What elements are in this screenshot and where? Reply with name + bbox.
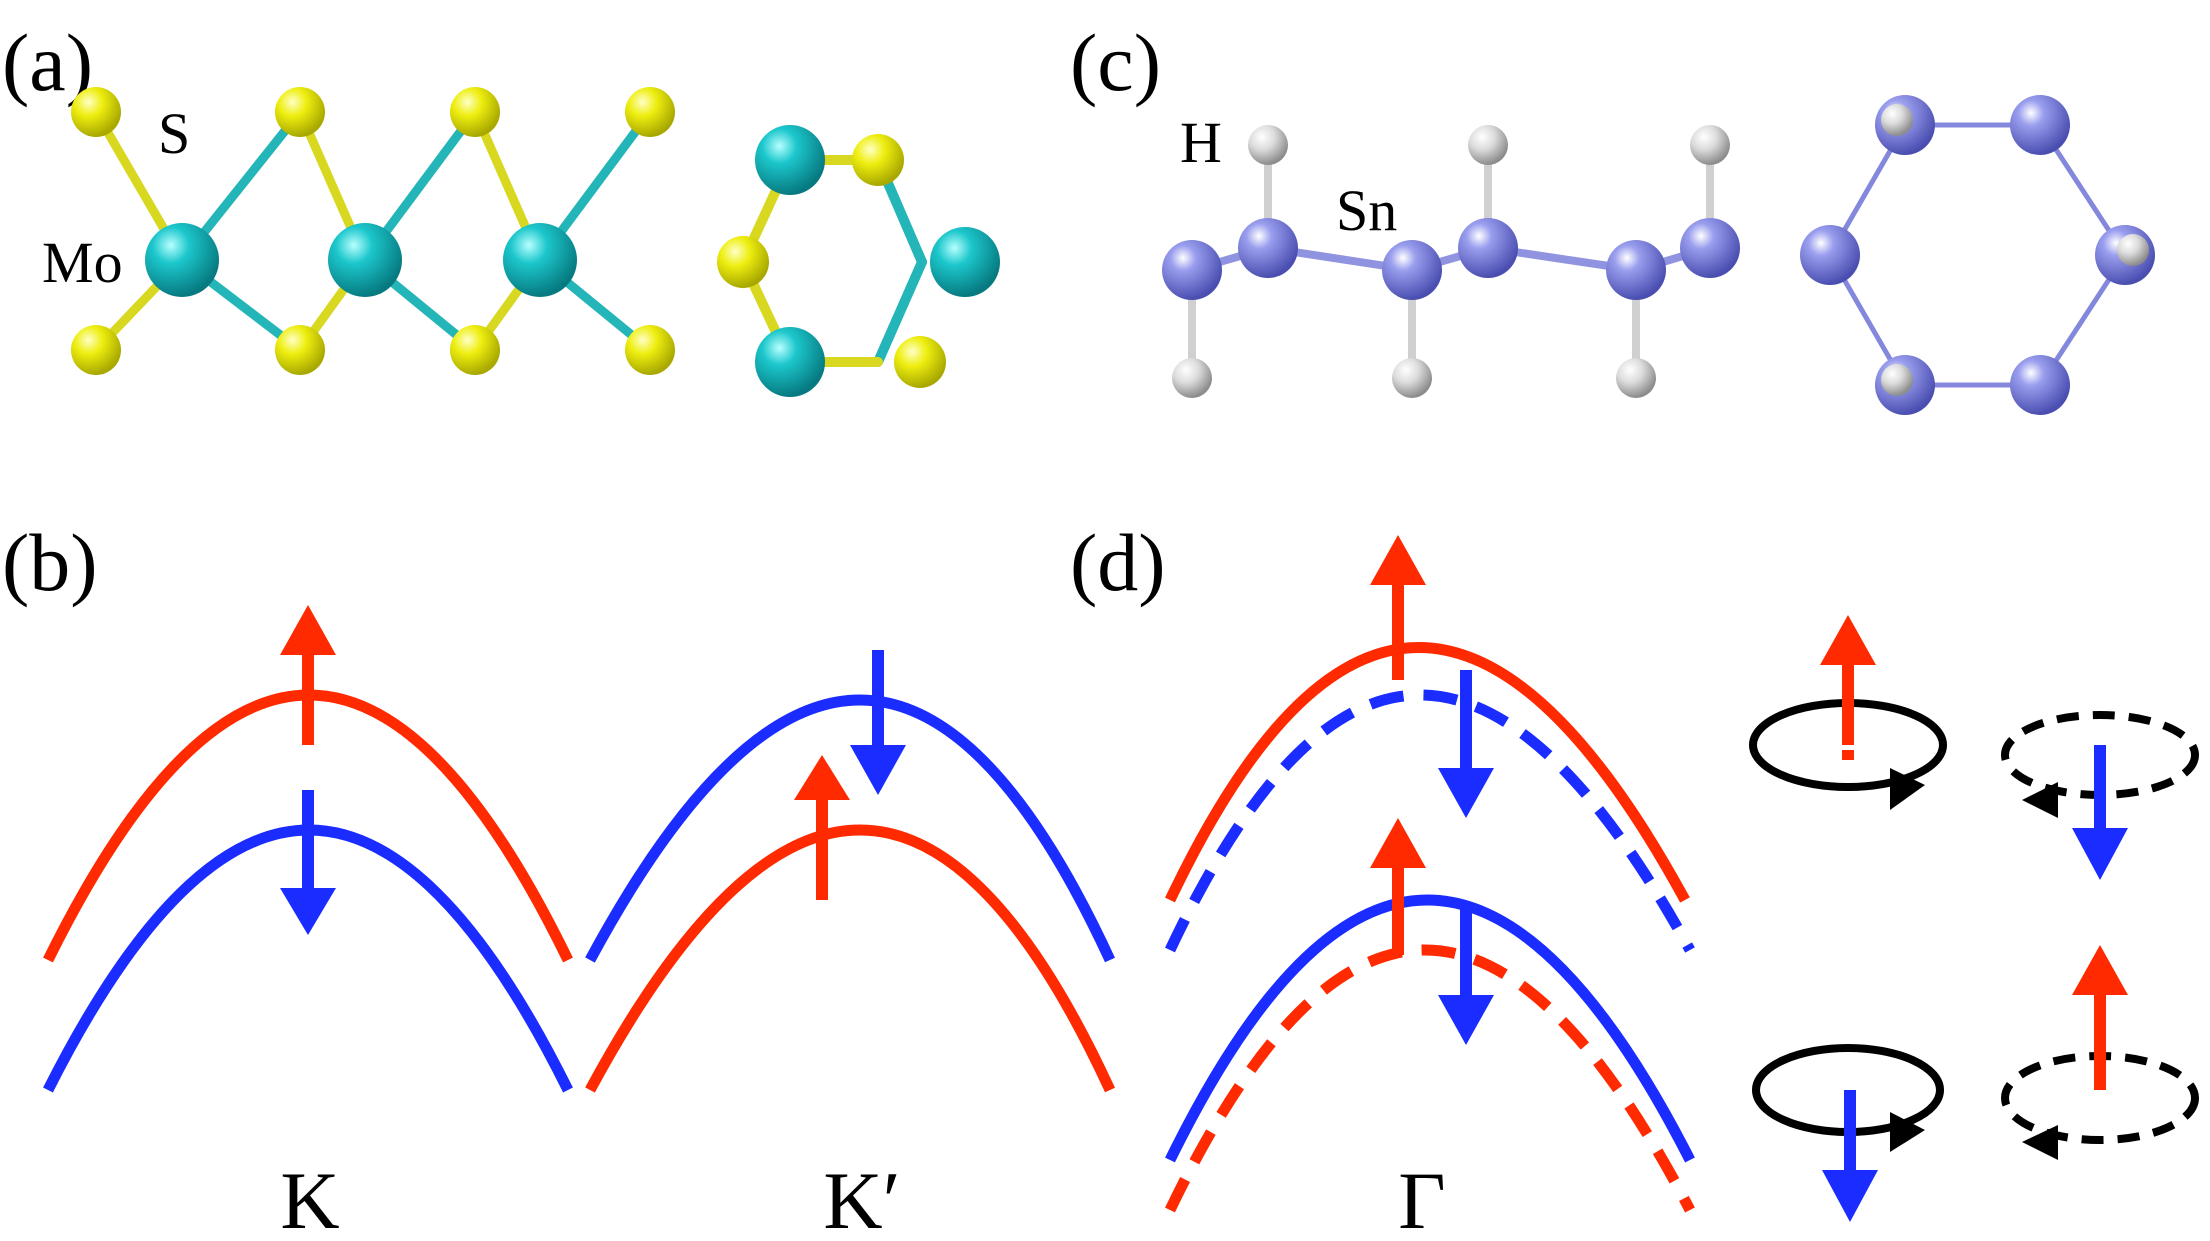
panel-c: (c) H Sn <box>1070 17 2155 415</box>
panel-a: (a) <box>2 17 1000 397</box>
s-atom <box>894 336 946 388</box>
gamma-upper-band-spin-down-dashed <box>1165 689 1695 953</box>
s-atom <box>275 325 325 375</box>
sn-atom <box>1382 240 1442 300</box>
sn-atom <box>2010 95 2070 155</box>
h-atom <box>1881 364 1913 396</box>
s-atom <box>275 87 325 137</box>
gamma-upper-band-spin-up <box>1165 642 1690 903</box>
atom-label-h: H <box>1180 110 1222 175</box>
kprime-band-spin-up <box>585 824 1115 1093</box>
panel-d-label: (d) <box>1070 517 1166 608</box>
h-atom <box>1690 125 1730 165</box>
mos2-top-view <box>717 125 1000 397</box>
mo-atom <box>930 227 1000 297</box>
panel-a-label: (a) <box>2 17 93 108</box>
mo-atom <box>755 327 825 397</box>
sn-atom <box>1458 218 1518 278</box>
orbit-dashed-spin-down <box>2001 711 2199 880</box>
s-atom <box>450 325 500 375</box>
s-atom <box>625 87 675 137</box>
sn-atom <box>1238 218 1298 278</box>
h-atom <box>1881 104 1913 136</box>
snh-side-atoms <box>1162 125 1740 398</box>
gamma-lower-spin-up-arrow <box>1370 818 1426 955</box>
h-atom <box>1616 358 1656 398</box>
k-spin-up-arrow <box>280 605 336 745</box>
orbit-dashed-spin-up <box>2001 945 2199 1160</box>
k-spin-down-arrow <box>280 790 336 935</box>
panel-c-label: (c) <box>1070 17 1161 108</box>
valley-label-k: K <box>280 1155 339 1241</box>
gamma-lower-band-spin-down <box>1165 894 1695 1163</box>
atom-label-s: S <box>158 101 190 166</box>
h-atom <box>2117 234 2149 266</box>
snh-top-view <box>1800 95 2155 415</box>
mo-atom <box>755 125 825 195</box>
kprime-band-spin-down <box>585 694 1115 963</box>
h-atom <box>1468 125 1508 165</box>
sn-atom <box>1680 218 1740 278</box>
mo-atom <box>145 223 219 297</box>
panel-b: (b) K K′ <box>2 517 1115 1241</box>
h-atom <box>1248 125 1288 165</box>
mo-atom <box>503 223 577 297</box>
h-atom <box>1172 358 1212 398</box>
gamma-upper-spin-up-arrow <box>1370 535 1426 680</box>
s-atom <box>717 236 769 288</box>
kprime-spin-down-arrow <box>850 650 906 795</box>
sn-atom <box>1606 240 1666 300</box>
mo-atom <box>328 223 402 297</box>
kprime-spin-up-arrow <box>794 755 850 900</box>
s-atom <box>71 87 121 137</box>
gamma-lower-spin-down-arrow <box>1438 905 1494 1045</box>
s-atom <box>852 134 904 186</box>
sn-atom <box>1800 225 1860 285</box>
sn-atom <box>1162 240 1222 300</box>
valley-label-k-prime: K′ <box>823 1155 900 1241</box>
panel-d: (d) Γ <box>1070 517 2199 1241</box>
panel-b-label: (b) <box>2 517 98 608</box>
atom-label-sn: Sn <box>1336 178 1397 243</box>
s-atom <box>625 325 675 375</box>
s-atom <box>450 87 500 137</box>
valley-label-gamma: Γ <box>1398 1155 1445 1241</box>
atom-label-mo: Mo <box>42 230 123 295</box>
orbit-solid-spin-down <box>1752 1044 1944 1222</box>
gamma-lower-band-spin-up-dashed <box>1165 944 1695 1213</box>
sn-atom <box>2010 355 2070 415</box>
orbit-solid-spin-up <box>1749 615 1947 810</box>
gamma-upper-spin-down-arrow <box>1438 670 1494 818</box>
s-atom <box>71 325 121 375</box>
mos2-side-atoms <box>71 87 675 375</box>
h-atom <box>1392 358 1432 398</box>
